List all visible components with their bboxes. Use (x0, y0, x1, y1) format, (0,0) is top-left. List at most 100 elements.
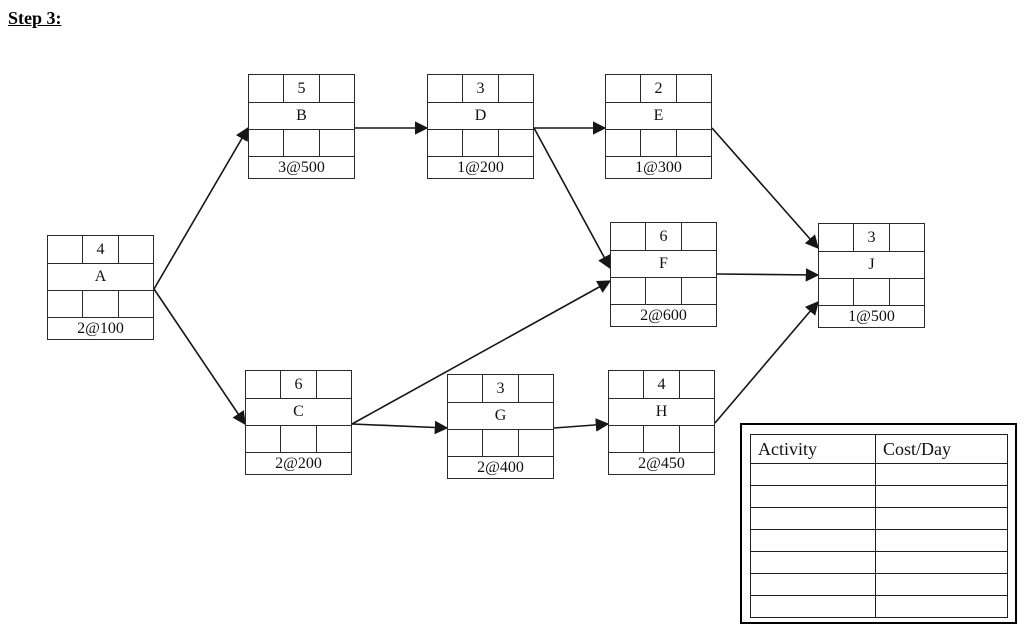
table-row (750, 463, 1008, 486)
duration-value: 5 (283, 75, 318, 102)
empty-cell (48, 236, 82, 263)
activity-cell (750, 529, 876, 552)
empty-cell (249, 75, 283, 102)
empty-cell (448, 430, 482, 456)
cost-per-day-label: 1@300 (606, 156, 711, 178)
node-top-row: 5 (249, 75, 354, 102)
empty-cell (611, 278, 645, 304)
activity-cell (750, 507, 876, 530)
empty-cell (462, 130, 497, 156)
duration-value: 4 (82, 236, 117, 263)
node-empty-row (448, 429, 553, 456)
cost-per-day-label: 2@600 (611, 304, 716, 326)
empty-cell (675, 75, 711, 102)
edge-G-H (553, 418, 610, 432)
edge-A-C (153, 288, 246, 426)
duration-value: 3 (853, 224, 888, 251)
node-top-row: 4 (48, 236, 153, 263)
activity-cost-table: Activity Cost/Day (750, 434, 1008, 618)
table-row (750, 507, 1008, 530)
activity-label: G (448, 402, 553, 429)
table-row (750, 485, 1008, 508)
empty-cell (246, 426, 280, 452)
empty-cell (606, 75, 640, 102)
empty-cell (448, 375, 482, 402)
cost-day-cell (875, 595, 1008, 618)
empty-cell (315, 426, 351, 452)
empty-cell (517, 430, 553, 456)
empty-cell (609, 426, 643, 452)
empty-cell (853, 279, 888, 305)
empty-cell (819, 279, 853, 305)
cost-per-day-label: 2@100 (48, 317, 153, 339)
activity-label: J (819, 251, 924, 278)
empty-cell (117, 236, 153, 263)
empty-cell (428, 130, 462, 156)
empty-cell (482, 430, 517, 456)
node-empty-row (428, 129, 533, 156)
activity-label: F (611, 250, 716, 277)
node-empty-row (611, 277, 716, 304)
empty-cell (315, 371, 351, 398)
empty-cell (517, 375, 553, 402)
empty-cell (680, 278, 716, 304)
duration-value: 3 (462, 75, 497, 102)
empty-cell (888, 279, 924, 305)
activity-cell (750, 485, 876, 508)
edge-E-J (711, 127, 819, 250)
cost-day-cell (875, 551, 1008, 574)
node-top-row: 3 (819, 224, 924, 251)
empty-cell (318, 75, 354, 102)
node-top-row: 2 (606, 75, 711, 102)
cost-day-cell (875, 463, 1008, 486)
empty-cell (640, 130, 675, 156)
node-top-row: 6 (611, 223, 716, 250)
activity-cell (750, 463, 876, 486)
edge-C-F (351, 280, 612, 425)
duration-value: 4 (643, 371, 678, 398)
activity-cell (750, 551, 876, 574)
node-empty-row (609, 425, 714, 452)
node-empty-row (249, 129, 354, 156)
empty-cell (280, 426, 315, 452)
cost-day-cell (875, 573, 1008, 596)
cost-per-day-label: 2@450 (609, 452, 714, 474)
duration-value: 2 (640, 75, 675, 102)
node-top-row: 6 (246, 371, 351, 398)
empty-cell (606, 130, 640, 156)
node-empty-row (606, 129, 711, 156)
empty-cell (819, 224, 853, 251)
step-title: Step 3: (8, 8, 62, 28)
empty-cell (318, 130, 354, 156)
activity-label: E (606, 102, 711, 129)
cost-per-day-label: 2@200 (246, 452, 351, 474)
cost-day-cell (875, 529, 1008, 552)
node-empty-row (48, 290, 153, 317)
duration-value: 6 (645, 223, 680, 250)
table-row (750, 595, 1008, 618)
empty-cell (82, 291, 117, 317)
edge-F-J (716, 268, 820, 282)
node-empty-row (819, 278, 924, 305)
cost-day-cell (875, 485, 1008, 508)
activity-cell (750, 573, 876, 596)
activity-label: B (249, 102, 354, 129)
cost-per-day-label: 3@500 (249, 156, 354, 178)
cost-per-day-label: 1@200 (428, 156, 533, 178)
empty-cell (117, 291, 153, 317)
empty-cell (283, 130, 318, 156)
col-header-cost-day: Cost/Day (875, 434, 1008, 464)
edge-A-B (153, 126, 249, 290)
empty-cell (48, 291, 82, 317)
empty-cell (246, 371, 280, 398)
empty-cell (249, 130, 283, 156)
activity-label: D (428, 102, 533, 129)
node-top-row: 3 (448, 375, 553, 402)
edge-C-G (351, 420, 449, 435)
